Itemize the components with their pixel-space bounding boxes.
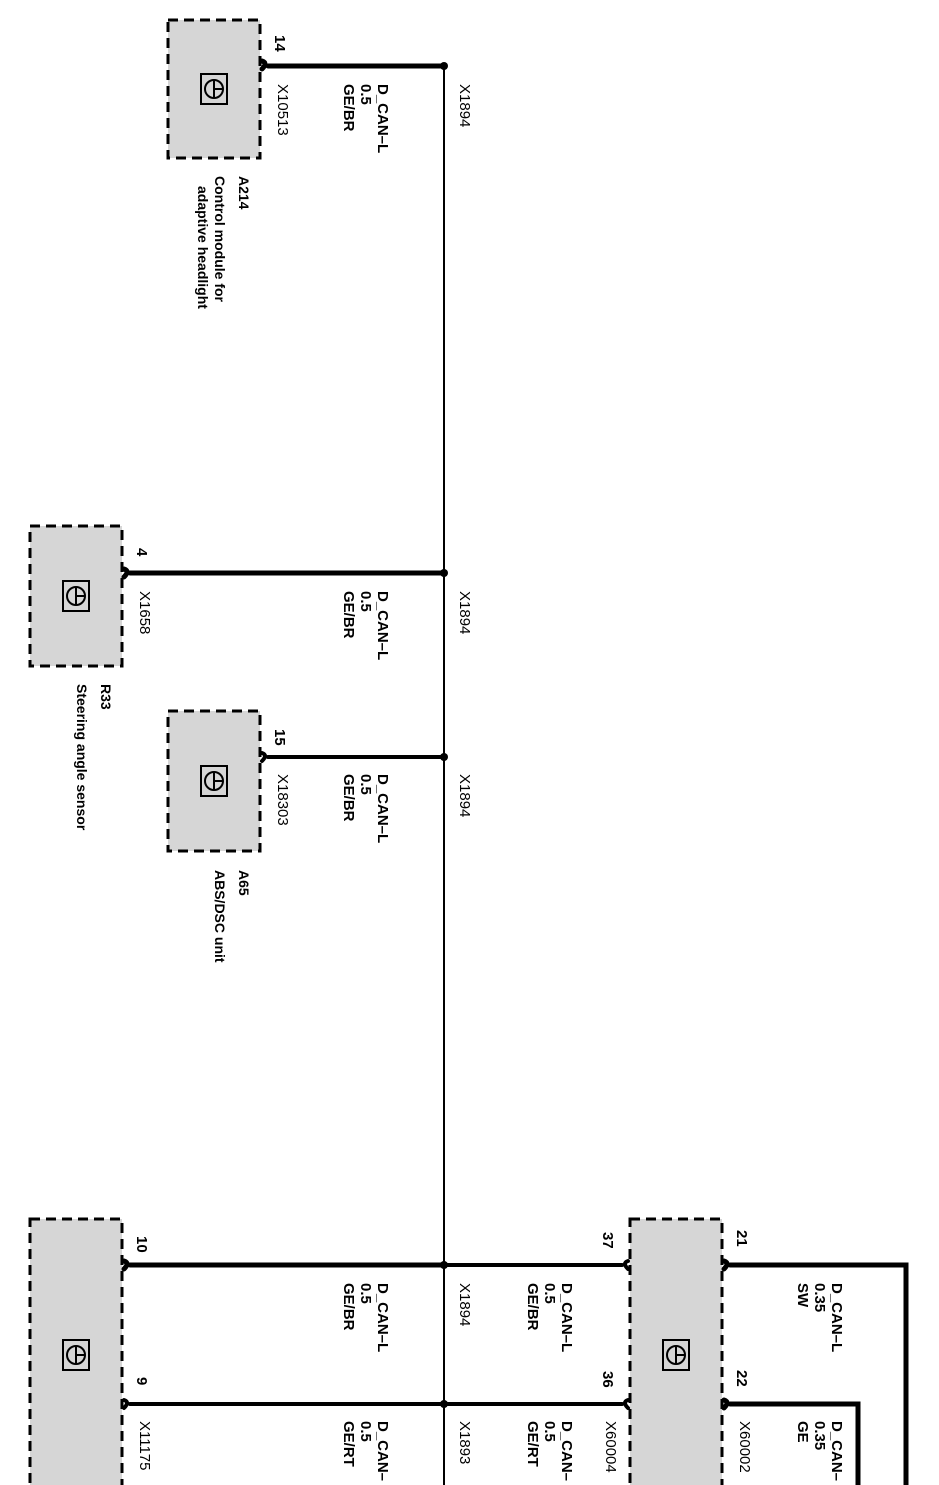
wire-pin-22 (721, 1397, 861, 1485)
module-box-a214 (166, 18, 262, 160)
pin-number: 4 (133, 548, 150, 557)
wire-color: GE/BR (340, 84, 357, 132)
connector-id: X60002 (736, 1421, 753, 1473)
splice-dot (440, 62, 448, 70)
wire-size: 0.5 (357, 591, 374, 612)
module-box-r33 (28, 524, 124, 668)
wire-size: 0.5 (541, 1421, 558, 1442)
wire-signal: D_CAN– (558, 1421, 575, 1481)
wire-pin-21 (721, 1258, 909, 1485)
wire-size: 0.5 (541, 1283, 558, 1304)
connector-id: X18303 (274, 774, 291, 826)
splice-id: X1894 (456, 774, 473, 817)
pin-number: 22 (733, 1370, 750, 1387)
splice-id: X1894 (456, 591, 473, 634)
wire-signal: D_CAN–L (558, 1283, 575, 1352)
connector-id: X1658 (136, 591, 153, 634)
connector-id: X10513 (274, 84, 291, 136)
component-description: Steering angle sensor (74, 684, 90, 831)
pin-number: 37 (599, 1232, 616, 1249)
module-box-bottom-left (28, 1217, 124, 1485)
wire-color: GE/RT (340, 1421, 357, 1467)
wire-color: GE/BR (524, 1283, 541, 1331)
wire-size: 0.5 (357, 84, 374, 105)
splice-dot (440, 569, 448, 577)
wire-pin-37 (442, 1259, 630, 1271)
splice-id: X1894 (456, 84, 473, 127)
splice-dot (440, 1261, 448, 1269)
wire-signal: D_CAN–L (374, 1283, 391, 1352)
component-id: A214 (236, 176, 252, 210)
wire-pin-9 (122, 1398, 446, 1410)
splice-dot (440, 753, 448, 761)
wire-signal: D_CAN–L (374, 84, 391, 153)
component-description: ABS/DSC unit (212, 870, 228, 963)
splice-dot (440, 1400, 448, 1408)
component-description: adaptive headlight (195, 186, 211, 309)
wire-color: GE/BR (340, 1283, 357, 1331)
wire-pin-14 (259, 58, 447, 72)
module-box-bottom-right (628, 1217, 724, 1485)
connector-id: X11175 (136, 1421, 153, 1471)
component-id: A65 (236, 870, 252, 896)
wire-signal: D_CAN–L (828, 1283, 845, 1352)
pin-number: 10 (133, 1236, 150, 1253)
wire-pin-4 (121, 566, 447, 580)
wire-size: 0.35 (811, 1421, 828, 1450)
wire-signal: D_CAN–L (374, 591, 391, 660)
component-id: R33 (98, 684, 114, 710)
wire-pin-10 (121, 1258, 447, 1272)
splice-id: X1893 (456, 1421, 473, 1464)
splice-id: X1894 (456, 1283, 473, 1326)
wire-pin-36 (442, 1398, 630, 1410)
wire-color: GE/RT (524, 1421, 541, 1467)
wire-size: 0.5 (357, 1421, 374, 1442)
module-box-a65 (166, 709, 262, 853)
wire-size: 0.5 (357, 774, 374, 795)
pin-number: 21 (733, 1230, 750, 1247)
connector-id: X60004 (602, 1421, 619, 1473)
wire-signal: D_CAN– (374, 1421, 391, 1481)
pin-number: 9 (133, 1377, 150, 1385)
wire-pin-15 (260, 751, 446, 763)
pin-number: 36 (599, 1371, 616, 1388)
wire-size: 0.35 (811, 1283, 828, 1312)
wire-color: GE/BR (340, 774, 357, 822)
wire-color: SW (794, 1283, 811, 1308)
wire-color: GE/BR (340, 591, 357, 639)
wire-signal: D_CAN– (828, 1421, 845, 1481)
pin-number: 15 (271, 729, 288, 746)
pin-number: 14 (271, 35, 288, 52)
component-description: Control module for (212, 176, 228, 303)
wire-size: 0.5 (357, 1283, 374, 1304)
wire-signal: D_CAN–L (374, 774, 391, 843)
wire-color: GE (794, 1421, 811, 1443)
